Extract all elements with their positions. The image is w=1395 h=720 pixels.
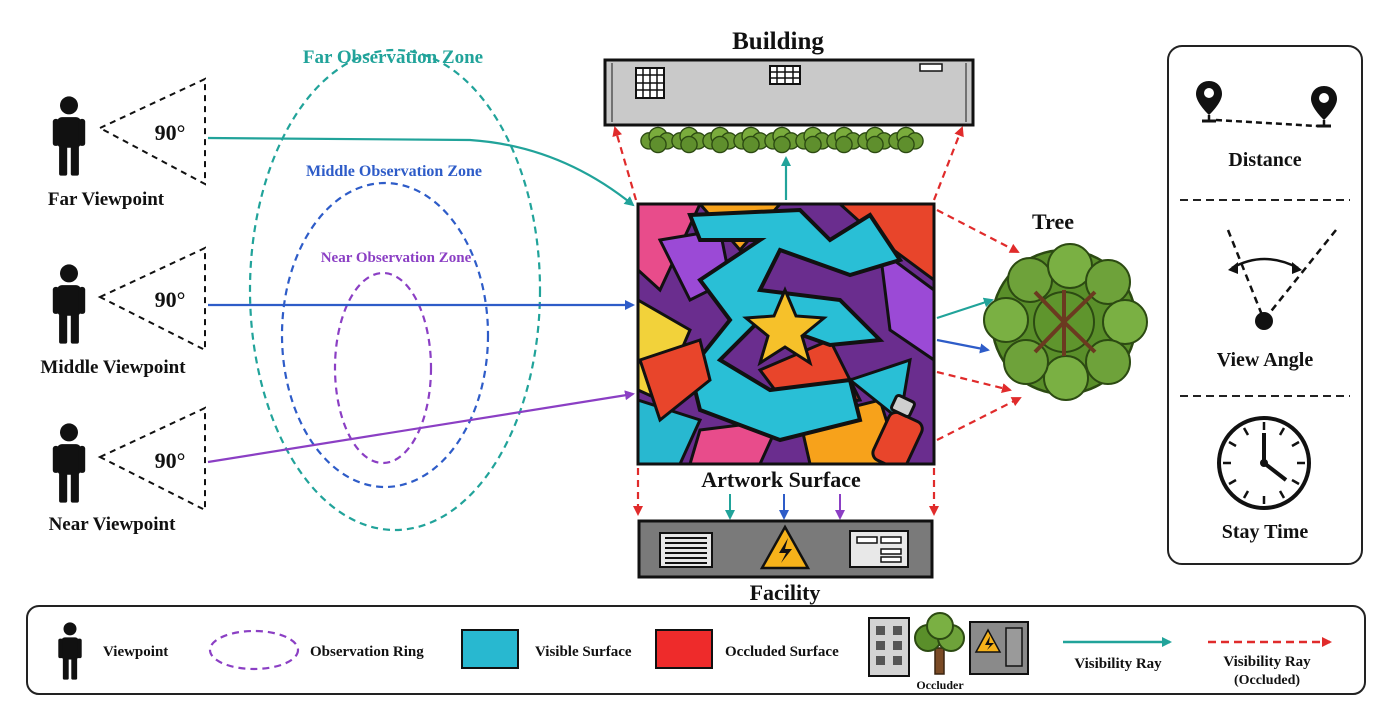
vent-grille-icon [659, 532, 713, 568]
view-angle-label: 90° [155, 448, 186, 473]
far-observation-ring [248, 48, 542, 532]
legend-visibility-ray: Visibility Ray [1063, 637, 1172, 672]
window-icon [635, 67, 665, 99]
middle-viewpoint: 90° Middle Viewpoint [40, 246, 206, 378]
near-zone-label: Near Observation Zone [321, 250, 472, 266]
middle-zone-label: Middle Observation Zone [306, 163, 482, 180]
occluded-ray [936, 209, 1020, 253]
svg-text:Observation Ring: Observation Ring [310, 644, 424, 660]
building-icon [868, 617, 910, 677]
facility-label: Facility [750, 580, 821, 605]
tree-label: Tree [1032, 209, 1074, 234]
legend-observation-ring: Observation Ring [208, 629, 424, 671]
artwork-surface-label: Artwork Surface [701, 467, 861, 492]
view-angle-metric: View Angle [1217, 229, 1337, 371]
svg-text:Occluder: Occluder [916, 678, 964, 692]
legend-visible-surface: Visible Surface [461, 629, 632, 669]
far-visibility-ray [207, 136, 635, 207]
facility-icon [969, 621, 1029, 675]
svg-text:(Occluded): (Occluded) [1234, 673, 1300, 688]
occluded-ray [936, 397, 1022, 441]
far-viewpoint-label: Far Viewpoint [48, 189, 165, 210]
occluded-ray [932, 126, 964, 201]
far-zone-label: Far Observation Zone [303, 47, 483, 68]
stay-time-label: Stay Time [1222, 521, 1309, 543]
spray-can-icon [871, 394, 924, 464]
tree-icon [914, 612, 965, 675]
artwork-surface [636, 202, 936, 466]
legend-occluder: Occluder [868, 612, 1029, 692]
svg-text:Visibility Ray: Visibility Ray [1223, 654, 1311, 670]
facility [637, 519, 934, 579]
metrics-panel [1167, 45, 1363, 565]
view-angle-label: 90° [155, 287, 186, 312]
far-viewpoint: 90° Far Viewpoint [48, 77, 206, 210]
view-cone [97, 246, 206, 352]
distance-metric: Distance [1194, 79, 1339, 171]
vent-icon [919, 63, 943, 72]
stay-time-metric: Stay Time [1217, 416, 1311, 543]
occluded-ray [936, 370, 1012, 393]
person-icon [52, 96, 86, 176]
near-observation-ring [333, 271, 433, 465]
svg-text:Viewpoint: Viewpoint [103, 644, 168, 660]
view-angle-label: 90° [155, 120, 186, 145]
person-icon [52, 423, 86, 503]
svg-text:Occluded Surface: Occluded Surface [725, 644, 839, 660]
svg-text:Visible Surface: Visible Surface [535, 644, 632, 660]
person-icon [52, 264, 86, 344]
legend-viewpoint: Viewpoint [58, 622, 168, 680]
building [603, 58, 975, 127]
middle-viewpoint-label: Middle Viewpoint [40, 357, 186, 378]
near-visibility-ray [207, 390, 635, 464]
svg-text:Visibility Ray: Visibility Ray [1074, 656, 1162, 672]
high-voltage-icon [759, 524, 811, 570]
view-angle-metric-label: View Angle [1217, 349, 1314, 371]
near-viewpoint: 90° Near Viewpoint [49, 406, 206, 535]
middle-observation-ring [280, 181, 490, 489]
tree [983, 243, 1148, 401]
legend-occluded-surface: Occluded Surface [655, 629, 839, 669]
distance-label: Distance [1228, 149, 1301, 171]
visibility-ray-tree [936, 338, 990, 354]
legend-occluded-ray: Visibility Ray (Occluded) [1208, 637, 1332, 688]
window-icon [769, 65, 801, 85]
occluded-ray [612, 126, 638, 201]
visibility-ray-tree [936, 297, 994, 320]
view-cone [97, 77, 206, 186]
control-panel-icon [849, 530, 909, 568]
view-cone [97, 406, 206, 512]
near-viewpoint-label: Near Viewpoint [49, 514, 177, 535]
hedge-row [640, 126, 924, 154]
building-label: Building [732, 28, 824, 55]
